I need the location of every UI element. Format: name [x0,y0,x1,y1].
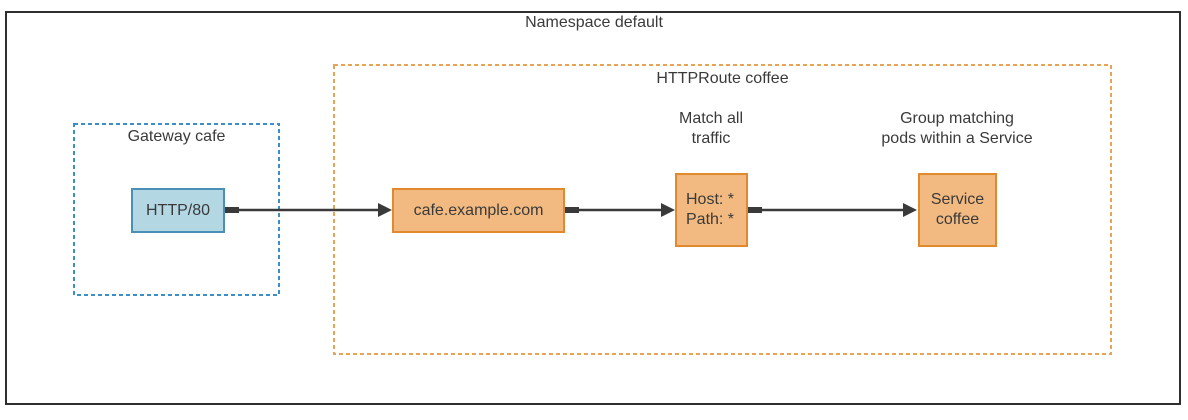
node-hostname: cafe.example.com [392,188,565,233]
match-annotation-line1: Match all [678,110,744,127]
node-service-label-line1: Service [930,191,985,208]
node-gateway-listener: HTTP/80 [131,188,225,233]
node-service-label-line2: coffee [935,211,980,228]
namespace-label: Namespace default [525,14,663,31]
service-annotation-line1: Group matching [900,110,1014,127]
httproute-label: HTTPRoute coffee [656,70,789,87]
node-hostname-label: cafe.example.com [413,201,544,219]
node-match-path-rule: Path: * [686,211,735,228]
match-annotation: Match all traffic [631,109,791,149]
match-annotation-line2: traffic [691,130,731,147]
node-match-host-rule: Host: * [686,191,735,208]
service-annotation: Group matching pods within a Service [847,109,1067,149]
gateway-label: Gateway cafe [127,128,226,145]
node-match-rule: Host: * Path: * [675,173,748,247]
node-service: Service coffee [918,173,997,247]
node-gateway-listener-label: HTTP/80 [145,201,210,219]
service-annotation-line2: pods within a Service [881,130,1033,147]
